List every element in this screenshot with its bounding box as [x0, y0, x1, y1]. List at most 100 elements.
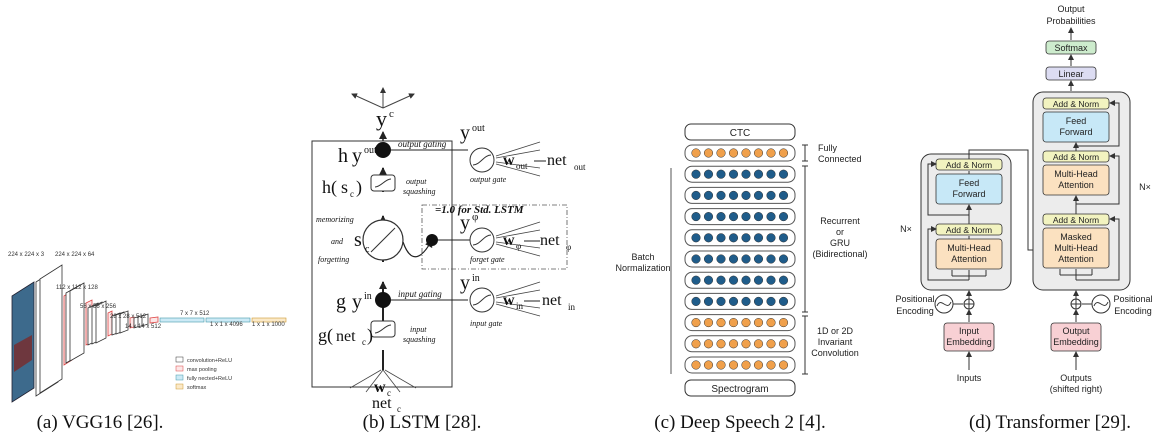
ds2-neuron [703, 339, 714, 349]
ds2-neuron [728, 254, 739, 264]
vgg-conv2b [69, 282, 85, 362]
lstm-output-gating-node [375, 142, 391, 158]
svg-text:out: out [516, 161, 528, 171]
svg-text:in: in [364, 291, 372, 302]
svg-text:g(: g( [318, 325, 333, 346]
svg-text:Spectrogram: Spectrogram [711, 384, 768, 395]
svg-text:N×: N× [1139, 182, 1151, 192]
svg-text:Embedding: Embedding [1053, 337, 1099, 347]
vgg-fc3 [251, 317, 287, 323]
vgg-fc1 [159, 317, 205, 323]
ds2-neuron [766, 212, 776, 222]
ds2-neuron [753, 339, 764, 349]
ds2-neuron [691, 360, 701, 370]
vgg-dim-label: 56 x 56 x 256 [80, 304, 117, 310]
vgg-dim-label: 7 x 7 x 512 [180, 311, 210, 317]
svg-text:convolution+ReLU: convolution+ReLU [187, 358, 232, 364]
ds2-rnn-bracket [802, 165, 808, 313]
ds2-conv-bracket [802, 315, 808, 375]
svg-text:Positional: Positional [1113, 294, 1152, 304]
ds2-layer-row [684, 144, 796, 162]
ds2-neuron [741, 169, 751, 179]
svg-text:s: s [341, 177, 348, 197]
ds2-neuron [753, 296, 764, 306]
svg-text:y: y [460, 122, 470, 144]
lstm-input-gating-node [375, 292, 391, 308]
svg-text:Positional: Positional [895, 294, 934, 304]
svg-text:Softmax: Softmax [1054, 43, 1088, 53]
ds2-neuron [703, 190, 714, 200]
svg-text:CTC: CTC [730, 128, 751, 139]
ds2-fc-bracket [802, 144, 808, 162]
ds2-neuron [741, 339, 751, 349]
svg-text:Masked: Masked [1060, 232, 1092, 242]
deepspeech2-diagram: CTC Spectrogram Fully Connected Recurren… [615, 123, 868, 397]
svg-text:y: y [352, 145, 362, 167]
ds2-neuron [703, 318, 714, 328]
svg-text:N×: N× [900, 224, 912, 234]
vgg-conv3c [95, 300, 107, 344]
svg-text:output: output [406, 177, 427, 186]
svg-text:Connected: Connected [818, 154, 862, 164]
ds2-neuron [778, 233, 789, 243]
ds2-neuron [753, 169, 764, 179]
lstm-diagram: y c h y out output gating h( s c ) outpu… [311, 87, 586, 414]
svg-text:y: y [460, 212, 470, 234]
svg-text:(Bidirectional): (Bidirectional) [812, 249, 867, 259]
svg-text:Add & Norm: Add & Norm [946, 160, 992, 170]
lstm-yc: y [376, 106, 387, 131]
svg-text:forget gate: forget gate [470, 255, 505, 264]
ds2-neuron [716, 148, 726, 158]
svg-text:Feed: Feed [959, 178, 980, 188]
svg-text:Multi-Head: Multi-Head [1054, 169, 1098, 179]
ds2-neuron [766, 190, 776, 200]
ds2-neuron [753, 360, 764, 370]
ds2-neuron [728, 148, 739, 158]
svg-text:c: c [350, 189, 354, 199]
ds2-neuron [741, 233, 751, 243]
ds2-neuron [728, 212, 739, 222]
ds2-layer-row [684, 356, 796, 374]
ds2-neuron [778, 275, 789, 285]
transformer-diagram: Output Probabilities Softmax Linear N× A… [895, 4, 1152, 394]
svg-text:net: net [372, 395, 392, 412]
svg-text:y: y [460, 272, 470, 294]
svg-text:Linear: Linear [1058, 69, 1083, 79]
svg-text:c: c [389, 108, 394, 120]
svg-text:Multi-Head: Multi-Head [947, 243, 991, 253]
svg-text:or: or [836, 227, 844, 237]
ds2-neuron [766, 360, 776, 370]
ds2-neuron [766, 169, 776, 179]
caption-lstm: (b) LSTM [28]. [362, 412, 482, 433]
svg-text:memorizing: memorizing [316, 215, 354, 224]
ds2-neuron [753, 148, 764, 158]
svg-text:softmax: softmax [187, 385, 207, 391]
svg-text:φ: φ [566, 242, 571, 252]
ds2-neuron [741, 254, 751, 264]
vgg-conv4c [119, 310, 129, 334]
ds2-layer-row [684, 250, 796, 268]
ds2-neuron [703, 233, 714, 243]
ds2-neuron [703, 148, 714, 158]
ds2-neuron [691, 275, 701, 285]
svg-text:net: net [542, 292, 562, 309]
svg-text:in: in [516, 301, 524, 311]
svg-text:φ: φ [472, 211, 478, 223]
svg-text:w: w [503, 292, 515, 309]
ds2-neuron [691, 318, 701, 328]
svg-text:input gate: input gate [470, 319, 503, 328]
svg-text:Probabilities: Probabilities [1046, 16, 1096, 26]
ds2-neuron [741, 148, 751, 158]
svg-text:Feed: Feed [1066, 116, 1087, 126]
ds2-neuron [741, 275, 751, 285]
lstm-cell-box [311, 140, 453, 388]
ds2-neuron [716, 275, 726, 285]
svg-text:Attention: Attention [951, 254, 987, 264]
ds2-neuron [766, 254, 776, 264]
svg-text:Inputs: Inputs [957, 373, 982, 383]
ds2-neuron [716, 233, 726, 243]
ds2-neuron [753, 190, 764, 200]
ds2-neuron [716, 296, 726, 306]
svg-text:s: s [354, 229, 362, 251]
svg-text:fully nected+ReLU: fully nected+ReLU [187, 376, 232, 382]
